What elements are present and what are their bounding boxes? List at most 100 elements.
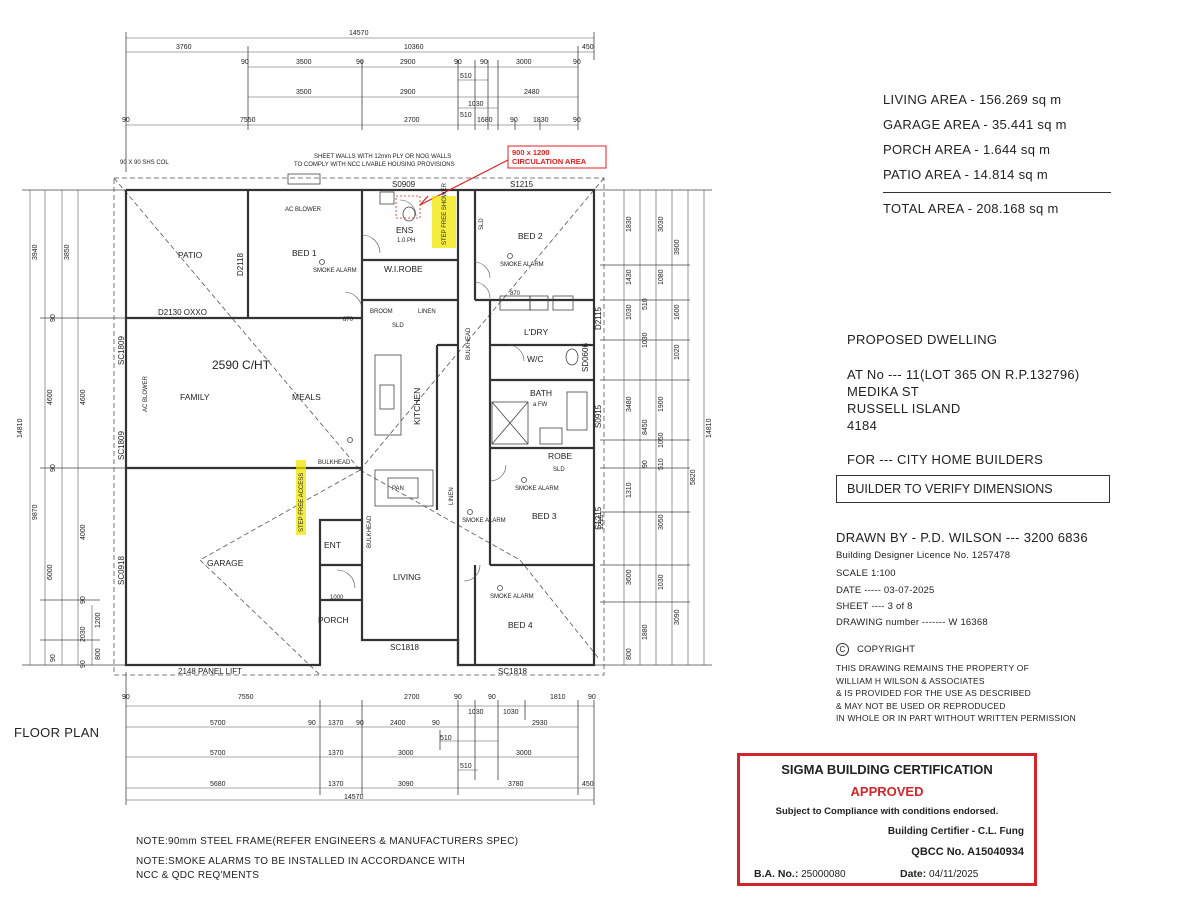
ba-label: B.A. No.: xyxy=(754,868,799,880)
room-porch: PORCH xyxy=(318,615,349,625)
dim-top: 1830 xyxy=(533,117,549,124)
bath-fixtures xyxy=(287,173,588,445)
dim-right: 8450 xyxy=(642,419,649,435)
column-note: 90 X 90 SHS COL xyxy=(120,160,169,166)
dim-left: 90 xyxy=(80,660,87,668)
drawing-number: DRAWING number ------- W 16368 xyxy=(836,617,988,628)
window-s1215: S1215 xyxy=(510,180,534,189)
dim-bottom: 1030 xyxy=(468,709,484,716)
bottom-dimension-lines xyxy=(125,672,595,805)
dim-left: 9870 xyxy=(32,504,39,520)
dim-left: 4600 xyxy=(80,389,87,405)
door-width: 870 xyxy=(510,291,521,297)
ac-blower-note: AC BLOWER xyxy=(143,375,149,412)
dim-left: 14810 xyxy=(17,418,24,438)
dim-left: 90 xyxy=(80,596,87,604)
dim-right: 3030 xyxy=(658,216,665,232)
dim-bottom: 1370 xyxy=(328,781,344,788)
dim-bottom: 90 xyxy=(432,720,440,727)
dim-left: 90 xyxy=(50,464,57,472)
note-smoke-alarms: NOTE:SMOKE ALARMS TO BE INSTALLED IN ACC… xyxy=(136,856,465,867)
window-sc1818-b: SC1818 xyxy=(498,667,527,676)
dim-top: 3000 xyxy=(516,59,532,66)
dim-bottom: 90 xyxy=(308,720,316,727)
copyright-text: IN WHOLE OR IN PART WITHOUT WRITTEN PERM… xyxy=(836,713,1076,723)
dim-right: 1900 xyxy=(658,396,665,412)
sliding-door-label: SLD xyxy=(553,467,565,473)
room-kitchen: KITCHEN xyxy=(412,388,422,425)
dim-bottom: 2700 xyxy=(404,694,420,701)
dim-top: 90 xyxy=(241,59,249,66)
sheet-walls-note: SHEET WALLS WITH 12mm PLY OR NOG WALLS xyxy=(314,154,451,160)
dim-right: 1080 xyxy=(658,269,665,285)
door-d2115: D2115 xyxy=(594,306,603,330)
patio-area: PATIO AREA - 14.814 sq m xyxy=(883,167,1048,182)
room-pan: PAN xyxy=(392,486,404,492)
dim-right: 3090 xyxy=(674,609,681,625)
approval-conditions: Subject to Compliance with conditions en… xyxy=(775,806,999,817)
left-dimension-labels: 3940 3850 90 4600 4600 14810 90 9870 400… xyxy=(17,244,102,668)
sheet-number: SHEET ---- 3 of 8 xyxy=(836,601,913,612)
dim-bottom: 5700 xyxy=(210,720,226,727)
window-sd0606: SD0606 xyxy=(581,343,590,372)
copyright-text: & IS PROVIDED FOR THE USE AS DESCRIBED xyxy=(836,688,1031,698)
dim-right: 1880 xyxy=(642,624,649,640)
window-sc1818-a: SC1818 xyxy=(390,643,419,652)
room-patio: PATIO xyxy=(178,250,203,260)
dim-top: 450 xyxy=(582,44,594,51)
dim-right: 1030 xyxy=(626,304,633,320)
dim-bottom: 3780 xyxy=(508,781,524,788)
dim-top: 90 xyxy=(356,59,364,66)
room-linen-2: LINEN xyxy=(449,487,455,505)
ba-value: 25000080 xyxy=(801,869,846,880)
dim-bottom: 450 xyxy=(582,781,594,788)
dim-left: 3940 xyxy=(32,244,39,260)
street-name: MEDIKA ST xyxy=(847,384,920,399)
dim-right: 510 xyxy=(658,458,665,470)
dim-top: 1680 xyxy=(477,117,493,124)
kitchen-bench xyxy=(374,354,434,507)
building-certifier: Building Certifier - C.L. Fung xyxy=(887,826,1024,837)
smoke-alarm-icons xyxy=(319,253,527,591)
roof-outline xyxy=(113,177,605,676)
dim-top: 10360 xyxy=(404,44,424,51)
porch-area: PORCH AREA - 1.644 sq m xyxy=(883,142,1051,157)
note-steel-frame: NOTE:90mm STEEL FRAME(REFER ENGINEERS & … xyxy=(136,836,519,847)
dim-top: 90 xyxy=(122,117,130,124)
dim-bottom: 90 xyxy=(588,694,596,701)
dim-left: 800 xyxy=(95,648,102,660)
dim-bottom: 2930 xyxy=(532,720,548,727)
room-linen: LINEN xyxy=(418,309,436,315)
dim-bottom: 90 xyxy=(454,694,462,701)
living-area: LIVING AREA - 156.269 sq m xyxy=(883,92,1062,107)
sliding-door-label: SLD xyxy=(392,323,404,329)
room-wirobe: W.I.ROBE xyxy=(384,264,423,274)
dim-left: 6000 xyxy=(47,564,54,580)
designer-licence: Building Designer Licence No. 1257478 xyxy=(836,550,1011,561)
area-schedule: LIVING AREA - 156.269 sq m GARAGE AREA -… xyxy=(883,92,1111,226)
room-garage: GARAGE xyxy=(207,558,244,568)
dim-bottom: 5680 xyxy=(210,781,226,788)
copyright-notice: THIS DRAWING REMAINS THE PROPERTY OF WIL… xyxy=(836,662,1076,725)
room-wc: W/C xyxy=(527,354,544,364)
total-area: TOTAL AREA - 208.168 sq m xyxy=(883,192,1111,216)
dim-bottom: 14570 xyxy=(344,794,364,801)
garage-area: GARAGE AREA - 35.441 sq m xyxy=(883,117,1067,132)
room-living: LIVING xyxy=(393,572,421,582)
window-sc1809-b: SC1809 xyxy=(117,431,126,460)
window-sc1809-a: SC1809 xyxy=(117,336,126,365)
dim-bottom: 1810 xyxy=(550,694,566,701)
ceiling-height: 2590 C/HT xyxy=(212,358,271,372)
door-d2130: D2130 OXXO xyxy=(158,308,207,317)
right-dimension-lines xyxy=(594,189,712,666)
external-walls xyxy=(124,188,596,667)
dim-right: 1030 xyxy=(642,332,649,348)
dim-top: 90 xyxy=(510,117,518,124)
general-notes: NOTE:90mm STEEL FRAME(REFER ENGINEERS & … xyxy=(136,835,518,883)
room-bed3: BED 3 xyxy=(532,511,557,521)
dim-top: 510 xyxy=(460,73,472,80)
step-free-shower-note: STEP FREE SHOWER xyxy=(442,182,448,245)
door-width: 1000 xyxy=(330,595,344,601)
window-s0915: S0915 xyxy=(594,404,603,428)
